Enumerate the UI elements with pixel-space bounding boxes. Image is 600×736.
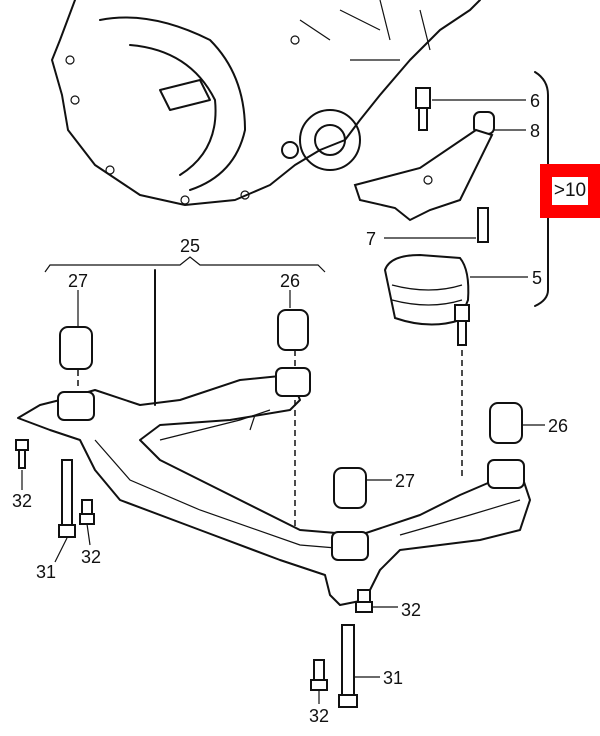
callout-32: 32 xyxy=(12,491,32,511)
reference-highlight-box: >10 xyxy=(540,164,600,218)
callout-7: 7 xyxy=(366,229,376,249)
bolt-32 xyxy=(15,439,29,451)
callout-32: 32 xyxy=(309,706,329,726)
callout-27: 27 xyxy=(68,271,88,291)
bushing-27-center xyxy=(333,467,367,509)
callout-27: 27 xyxy=(395,471,415,491)
bolt-7 xyxy=(477,207,489,243)
mount-bracket-assembly xyxy=(353,87,495,480)
mount-bracket xyxy=(353,128,494,222)
bolt-31 xyxy=(61,459,73,529)
bushing-26-left xyxy=(277,309,309,351)
bushing-26-right-lower xyxy=(487,459,525,489)
bolt-31 xyxy=(341,624,355,698)
callout-26: 26 xyxy=(548,416,568,436)
bolt-6 xyxy=(415,87,431,109)
callout-32: 32 xyxy=(401,600,421,620)
callout-32: 32 xyxy=(81,547,101,567)
callout-31: 31 xyxy=(36,562,56,582)
callout-6: 6 xyxy=(530,91,540,111)
callout-8: 8 xyxy=(530,121,540,141)
bolt-32 xyxy=(81,499,93,515)
bushing-26-right xyxy=(489,402,523,444)
bushing-27-left-lower xyxy=(57,391,95,421)
callout-25: 25 xyxy=(180,236,200,256)
leader-lines xyxy=(21,99,545,704)
callout-31: 31 xyxy=(383,668,403,688)
gearbox-housing xyxy=(51,0,481,206)
callout-5: 5 xyxy=(532,268,542,288)
bushing-26-left-lower xyxy=(275,367,311,397)
bushing-27-center-lower xyxy=(331,531,369,561)
bushing-27-left xyxy=(59,326,93,370)
callout-26: 26 xyxy=(280,271,300,291)
reference-label: >10 xyxy=(552,177,588,205)
